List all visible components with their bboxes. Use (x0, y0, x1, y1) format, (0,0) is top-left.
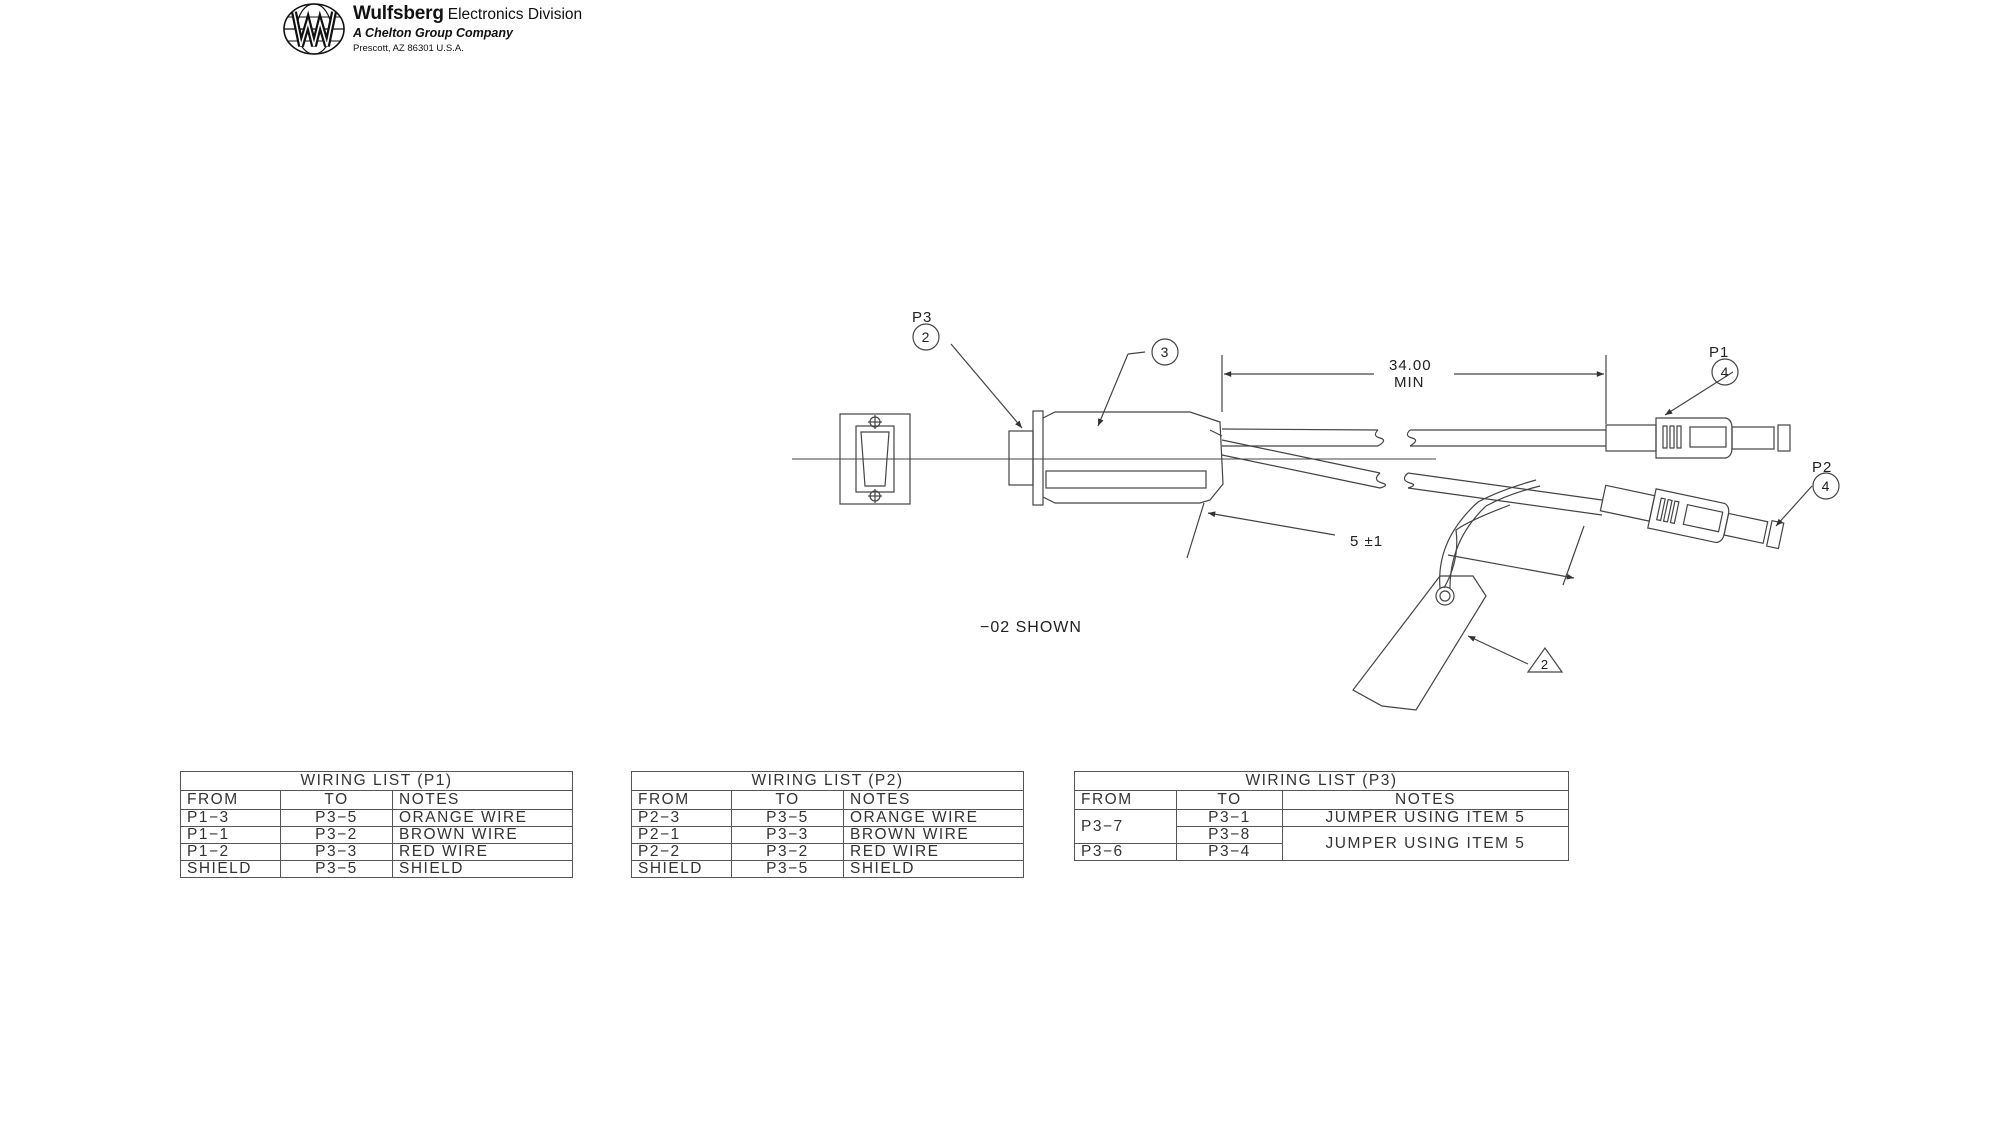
cell-from: P2−2 (631, 843, 732, 861)
cell-notes: RED WIRE (843, 843, 1024, 861)
balloon-p1-text: 4 (1721, 364, 1730, 380)
cell-to: P3−3 (280, 843, 393, 861)
cell-from: P2−3 (631, 809, 732, 827)
cell-to: P3−2 (280, 826, 393, 844)
dimension-offset: 5 ±1 (1350, 533, 1383, 550)
cell-to: P3−2 (731, 843, 844, 861)
header-notes: NOTES (392, 790, 573, 810)
cell-from: P1−2 (180, 843, 281, 861)
company-name: Wulfsberg (353, 3, 444, 24)
label-p1: P1 (1709, 344, 1729, 361)
table-row: SHIELD P3−5 SHIELD (631, 860, 1024, 878)
table-row: P3−7 P3−1 JUMPER USING ITEM 5 (1074, 809, 1569, 844)
tag-note-triangle (1526, 646, 1564, 673)
leader-tag-note (1467, 635, 1529, 665)
leader-backshell (1097, 353, 1129, 427)
cell-to: P3−3 (731, 826, 844, 844)
balloon-p3-text: 2 (922, 329, 931, 345)
dimension-min: MIN (1394, 374, 1425, 391)
header-notes: NOTES (843, 790, 1024, 810)
header-to: TO (280, 790, 393, 810)
table-row: SHIELD P3−5 SHIELD (180, 860, 573, 878)
cell-from: P1−1 (180, 826, 281, 844)
header-notes: NOTES (1282, 790, 1569, 810)
table-row: P1−1 P3−2 BROWN WIRE (180, 826, 573, 844)
cell-notes: ORANGE WIRE (843, 809, 1024, 827)
table-title: WIRING LIST (P3) (1074, 771, 1569, 791)
cell-to: P3−5 (731, 860, 844, 878)
company-address: Prescott, AZ 86301 U.S.A. (353, 43, 464, 54)
p3-backshell (1008, 410, 1224, 506)
dimension-length: 34.00 (1389, 357, 1432, 374)
balloon-p3-item (912, 323, 940, 351)
cell-from: SHIELD (631, 860, 732, 878)
wulfsberg-logo (283, 3, 345, 55)
cell-notes: RED WIRE (392, 843, 573, 861)
cell-notes: SHIELD (843, 860, 1024, 878)
table-title: WIRING LIST (P2) (631, 771, 1024, 791)
label-p2: P2 (1812, 459, 1832, 476)
table-row: P2−2 P3−2 RED WIRE (631, 843, 1024, 861)
table-row: P3−8 JUMPER USING ITEM 5 (1075, 826, 1569, 861)
wiring-list-p1: WIRING LIST (P1) FROM TO NOTES P1−3 P3−5… (180, 771, 573, 878)
header-from: FROM (1074, 790, 1177, 810)
cell-from: P3−7 (1074, 809, 1177, 844)
tag-note-text: 2 (1541, 657, 1549, 672)
leader-p3 (950, 343, 1023, 429)
cell-from: P1−3 (180, 809, 281, 827)
db-connector-face-view (839, 413, 911, 505)
table-row: P2−1 P3−3 BROWN WIRE (631, 826, 1024, 844)
cell-from: P3−6 (1074, 843, 1177, 861)
table-row: P3−6 P3−4 (1074, 843, 1569, 861)
header-to: TO (731, 790, 844, 810)
cell-to: P3−5 (280, 809, 393, 827)
cell-from: SHIELD (180, 860, 281, 878)
wiring-list-p3: WIRING LIST (P3) FROM TO NOTES P3−7 P3−1… (1074, 771, 1569, 861)
cell-to: P3−1 (1176, 809, 1283, 827)
table-row: P2−3 P3−5 ORANGE WIRE (631, 809, 1024, 827)
p2-connector (1599, 484, 1785, 550)
dimension-34-min (1221, 355, 1607, 424)
table-title: WIRING LIST (P1) (180, 771, 573, 791)
view-note: −02 SHOWN (980, 619, 1082, 636)
company-division: Electronics Division (447, 6, 583, 23)
cell-notes: JUMPER USING ITEM 5 (1282, 809, 1569, 827)
leader-p2 (1775, 485, 1813, 527)
cable-p2 (1221, 439, 1603, 516)
cell-notes: ORANGE WIRE (392, 809, 573, 827)
cell-to: P3−8 (1176, 826, 1283, 844)
cell-to: P3−5 (280, 860, 393, 878)
header-from: FROM (631, 790, 732, 810)
cell-notes: SHIELD (392, 860, 573, 878)
parent-company: A Chelton Group Company (353, 26, 513, 40)
label-p3: P3 (912, 309, 932, 326)
p1-connector (1605, 417, 1791, 459)
balloon-backshell-text: 3 (1161, 344, 1170, 360)
dimension-5-tol (1186, 502, 1585, 586)
cable-p1 (1221, 428, 1606, 447)
balloon-p2-item (1812, 472, 1840, 500)
balloon-backshell-item (1151, 338, 1179, 366)
balloon-p2-text: 4 (1822, 478, 1831, 494)
leader-backshell-tail (1127, 351, 1146, 355)
balloon-p1-item (1711, 358, 1739, 386)
marker-tag (1352, 479, 1541, 711)
table-row: P1−3 P3−5 ORANGE WIRE (180, 809, 573, 827)
cell-to: P3−4 (1176, 843, 1283, 861)
table-row: P1−2 P3−3 RED WIRE (180, 843, 573, 861)
cell-to: P3−5 (731, 809, 844, 827)
header-from: FROM (180, 790, 281, 810)
cell-from: P2−1 (631, 826, 732, 844)
wiring-list-p2: WIRING LIST (P2) FROM TO NOTES P2−3 P3−5… (631, 771, 1024, 878)
cell-notes: BROWN WIRE (392, 826, 573, 844)
header-to: TO (1176, 790, 1283, 810)
cell-notes: JUMPER USING ITEM 5 (1282, 826, 1569, 861)
cell-notes: BROWN WIRE (843, 826, 1024, 844)
leader-p1 (1664, 371, 1734, 416)
